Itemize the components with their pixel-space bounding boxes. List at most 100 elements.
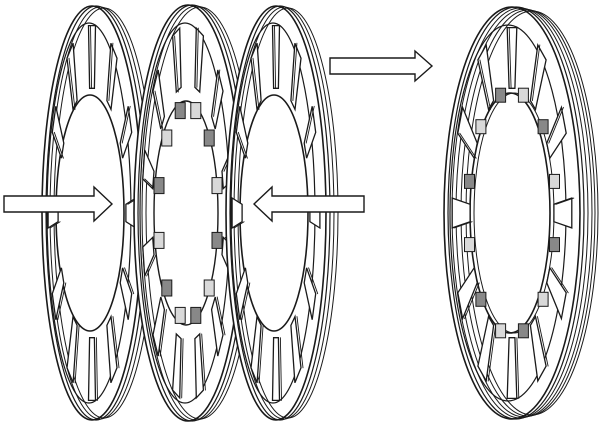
left-plate-slot-edge: [108, 42, 114, 102]
arrow-left-icon: [252, 185, 365, 223]
right-plate-slot-edge: [241, 282, 251, 321]
right-plate-slot: [303, 267, 317, 320]
right-plate-slot-edge: [296, 316, 304, 369]
assembled-tooth: [549, 173, 560, 189]
assembled-slot: [477, 314, 495, 384]
assembled-slot-edge: [508, 27, 512, 89]
middle-plate-slot: [194, 332, 205, 400]
arrow-right-icon: [3, 185, 114, 223]
middle-plate-tooth: [153, 177, 165, 195]
middle-plate-slot: [210, 69, 224, 130]
middle-plate-tooth: [203, 129, 215, 147]
left-plate-slot: [106, 314, 118, 384]
left-stator-plate: [41, 5, 155, 421]
middle-plate-slot-edge: [196, 27, 199, 88]
assembled-slot: [546, 105, 567, 160]
middle-plate-tooth: [161, 279, 173, 297]
assembled-slot-edge: [479, 59, 491, 110]
middle-plate-slot: [152, 296, 166, 357]
assembled-tooth: [475, 291, 487, 307]
assembled-slot: [529, 314, 547, 384]
middle-plate-slot-edge: [213, 69, 221, 117]
assembled-slot-edge: [531, 44, 541, 102]
right-plate-slot: [271, 337, 281, 402]
assembled-tooth: [537, 291, 549, 307]
middle-plate-tooth: [190, 102, 202, 120]
assembled-slot-edge: [548, 106, 564, 144]
right-plate-slot-edge: [258, 324, 264, 384]
left-plate-slot-edge: [74, 324, 80, 384]
assembled-slot: [553, 197, 573, 229]
assembled-tooth: [495, 323, 507, 339]
middle-plate-teeth: [153, 100, 223, 326]
middle-plate-tooth: [174, 306, 186, 324]
left-plate-slot-edge: [57, 282, 67, 321]
right-plate-slot-edge: [233, 221, 245, 229]
right-plate-slot: [235, 106, 249, 159]
left-plate-slot: [119, 267, 133, 320]
assembled-slot: [529, 42, 547, 112]
middle-plate-slot: [142, 235, 155, 277]
assembled-slot: [506, 337, 518, 400]
middle-plate-slot: [142, 149, 155, 191]
left-plate-slot: [87, 24, 97, 89]
middle-plate-slot-edge: [181, 338, 184, 399]
left-plate-slot-edge: [68, 57, 76, 110]
right-plate-slot-edge: [292, 42, 298, 102]
middle-plate-slot-edge: [154, 90, 164, 130]
left-plate-slot: [51, 106, 65, 159]
right-plate-slot: [290, 314, 302, 384]
assembled-tooth: [495, 87, 507, 103]
middle-plate-tooth: [211, 177, 223, 195]
left-plate-slot-edge: [90, 25, 93, 89]
assembled-slot-edge: [464, 282, 480, 320]
right-stator-plate: [225, 5, 339, 421]
assembled-slot-edge: [487, 324, 497, 382]
assembled-tooth: [464, 237, 475, 253]
middle-plate-slot-edge: [216, 296, 226, 336]
middle-plate-slot-edge: [174, 35, 179, 93]
middle-plate-tooth: [161, 129, 173, 147]
left-plate-slot-edge: [53, 131, 64, 159]
middle-plate-slot: [210, 296, 224, 357]
assembled-stator: [443, 6, 599, 420]
assembled-slot-edge: [537, 316, 549, 367]
middle-plate-tooth: [153, 231, 165, 249]
right-plate-slot: [231, 196, 243, 230]
assembled-slot: [546, 266, 567, 321]
left-plate-slot-edge: [121, 105, 131, 144]
right-plate-slot: [250, 314, 262, 384]
assembled-slot-edge: [459, 132, 477, 159]
left-plate-slot-edge: [112, 316, 120, 369]
assembled-teeth: [464, 87, 560, 339]
left-plate-slot: [87, 337, 97, 402]
assembled-slot-edge: [551, 267, 569, 294]
right-plate-slot: [303, 106, 317, 159]
assembled-tooth: [475, 119, 487, 135]
assembled-tooth: [537, 119, 549, 135]
left-plate-slot: [51, 267, 65, 320]
middle-plate-tooth: [190, 306, 202, 324]
left-plate-slot: [66, 314, 78, 384]
assembled-slot: [457, 105, 478, 160]
assembled-tooth: [464, 173, 475, 189]
left-plate-slot-edge: [95, 337, 98, 401]
left-plate-slots: [47, 24, 139, 402]
right-plate-slot-edge: [274, 25, 277, 89]
middle-plate-slot-edge: [146, 254, 157, 277]
middle-plate-slot-edge: [159, 309, 167, 357]
assembled-tooth: [517, 87, 529, 103]
middle-plate-tooth: [211, 231, 223, 249]
middle-plate-tooth: [203, 279, 215, 297]
middle-plate-slot-edge: [144, 178, 156, 190]
assembled-slot-edge: [555, 197, 575, 205]
assembled-slot-edge: [453, 221, 473, 229]
assembled-slot-edge: [516, 337, 520, 399]
left-plate-slot-edge: [49, 221, 61, 229]
assembled-slot: [451, 197, 471, 229]
middle-plate-slot-edge: [201, 333, 206, 391]
assembled-slots: [451, 26, 575, 400]
right-plate-slot-edge: [308, 267, 319, 295]
right-plate-slot-edge: [279, 337, 282, 401]
